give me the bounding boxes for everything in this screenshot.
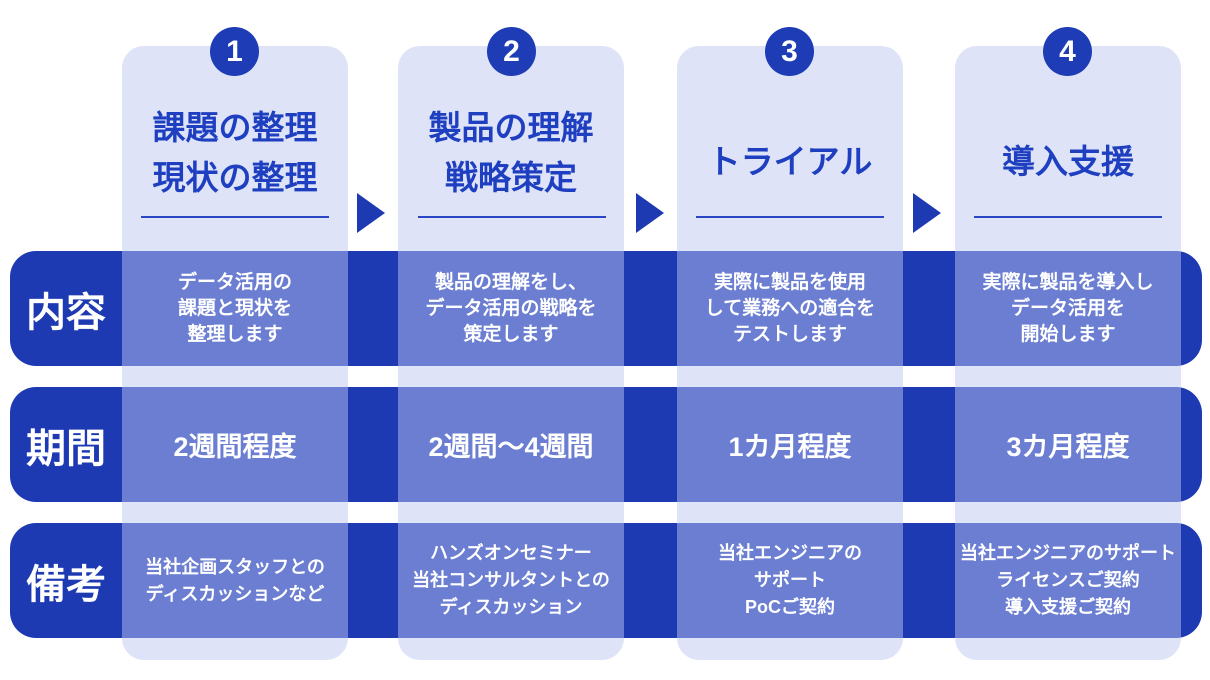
- cell-line: 当社コンサルタントとの: [412, 570, 610, 590]
- cell-line: ライセンスご契約: [996, 570, 1140, 590]
- cell-line: ハンズオンセミナー: [430, 543, 592, 563]
- content-cell-2: 製品の理解をし、 データ活用の戦略を 策定します: [398, 251, 624, 366]
- content-cell-4: 実際に製品を導入し データ活用を 開始します: [955, 251, 1181, 366]
- cell-line: サポート: [754, 570, 826, 590]
- cell-line: 当社エンジニアの: [718, 543, 862, 563]
- step-title-3: トライアル: [677, 139, 903, 185]
- cell-line: ディスカッション: [439, 597, 583, 617]
- step-title-line: 導入支援: [1002, 143, 1134, 180]
- step-column-4: [955, 46, 1181, 660]
- step-number-badge-2: 2: [487, 27, 536, 76]
- cell-line: 実際に製品を使用: [713, 271, 866, 293]
- cell-line: データ活用の戦略を: [425, 297, 597, 319]
- row-band-notes: [10, 523, 1202, 638]
- arrow-right-icon-2: [636, 193, 664, 233]
- step-column-3: [677, 46, 903, 660]
- cell-line: して業務への適合を: [704, 297, 876, 319]
- cell-line: 課題と現状を: [177, 297, 292, 319]
- title-underline-3: [696, 216, 884, 218]
- row-header-content: 内容: [26, 290, 106, 335]
- step-title-1: 課題の整理 現状の整理: [122, 103, 348, 203]
- cell-line: 3カ月程度: [1006, 432, 1130, 462]
- step-title-line: トライアル: [707, 143, 873, 180]
- notes-cell-3: 当社エンジニアの サポート PoCご契約: [677, 523, 903, 638]
- step-title-2: 製品の理解 戦略策定: [398, 103, 624, 203]
- cell-line: データ活用を: [1010, 297, 1125, 319]
- cell-line: ディスカッションなど: [145, 583, 325, 604]
- cell-line: 導入支援ご契約: [1005, 597, 1131, 617]
- cell-line: 開始します: [1020, 323, 1116, 345]
- duration-cell-2: 2週間〜4週間: [398, 387, 624, 502]
- cell-line: データ活用の: [177, 271, 292, 293]
- step-title-line: 現状の整理: [152, 159, 318, 196]
- step-title-line: 製品の理解: [428, 109, 594, 146]
- content-cell-1: データ活用の 課題と現状を 整理します: [122, 251, 348, 366]
- step-column-1: [122, 46, 348, 660]
- cell-line: 実際に製品を導入し: [982, 271, 1154, 293]
- row-band-duration: [10, 387, 1202, 502]
- cell-line: 2週間程度: [173, 432, 297, 462]
- cell-line: テストします: [732, 323, 847, 345]
- notes-cell-1: 当社企画スタッフとの ディスカッションなど: [122, 523, 348, 638]
- content-cell-3: 実際に製品を使用 して業務への適合を テストします: [677, 251, 903, 366]
- row-header-notes: 備考: [26, 562, 106, 607]
- cell-line: 当社エンジニアのサポート: [960, 543, 1176, 563]
- cell-line: 整理します: [187, 323, 283, 345]
- cell-line: 当社企画スタッフとの: [145, 556, 325, 577]
- cell-line: PoCご契約: [745, 597, 835, 617]
- step-column-2: [398, 46, 624, 660]
- step-number-badge-4: 4: [1043, 27, 1092, 76]
- step-number-badge-3: 3: [765, 27, 814, 76]
- cell-line: 1カ月程度: [728, 432, 852, 462]
- title-underline-2: [418, 216, 606, 218]
- title-underline-4: [974, 216, 1162, 218]
- arrow-right-icon-3: [913, 193, 941, 233]
- step-title-4: 導入支援: [955, 139, 1181, 185]
- step-title-line: 戦略策定: [445, 159, 577, 196]
- title-underline-1: [141, 216, 329, 218]
- cell-line: 製品の理解をし、: [434, 271, 587, 293]
- arrow-right-icon-1: [357, 193, 385, 233]
- duration-cell-1: 2週間程度: [122, 387, 348, 502]
- step-number-badge-1: 1: [210, 27, 259, 76]
- cell-line: 2週間〜4週間: [428, 432, 594, 462]
- duration-cell-4: 3カ月程度: [955, 387, 1181, 502]
- notes-cell-2: ハンズオンセミナー 当社コンサルタントとの ディスカッション: [398, 523, 624, 638]
- row-band-content: [10, 251, 1202, 366]
- duration-cell-3: 1カ月程度: [677, 387, 903, 502]
- step-title-line: 課題の整理: [152, 109, 318, 146]
- row-header-duration: 期間: [26, 426, 106, 471]
- notes-cell-4: 当社エンジニアのサポート ライセンスご契約 導入支援ご契約: [955, 523, 1181, 638]
- cell-line: 策定します: [463, 323, 559, 345]
